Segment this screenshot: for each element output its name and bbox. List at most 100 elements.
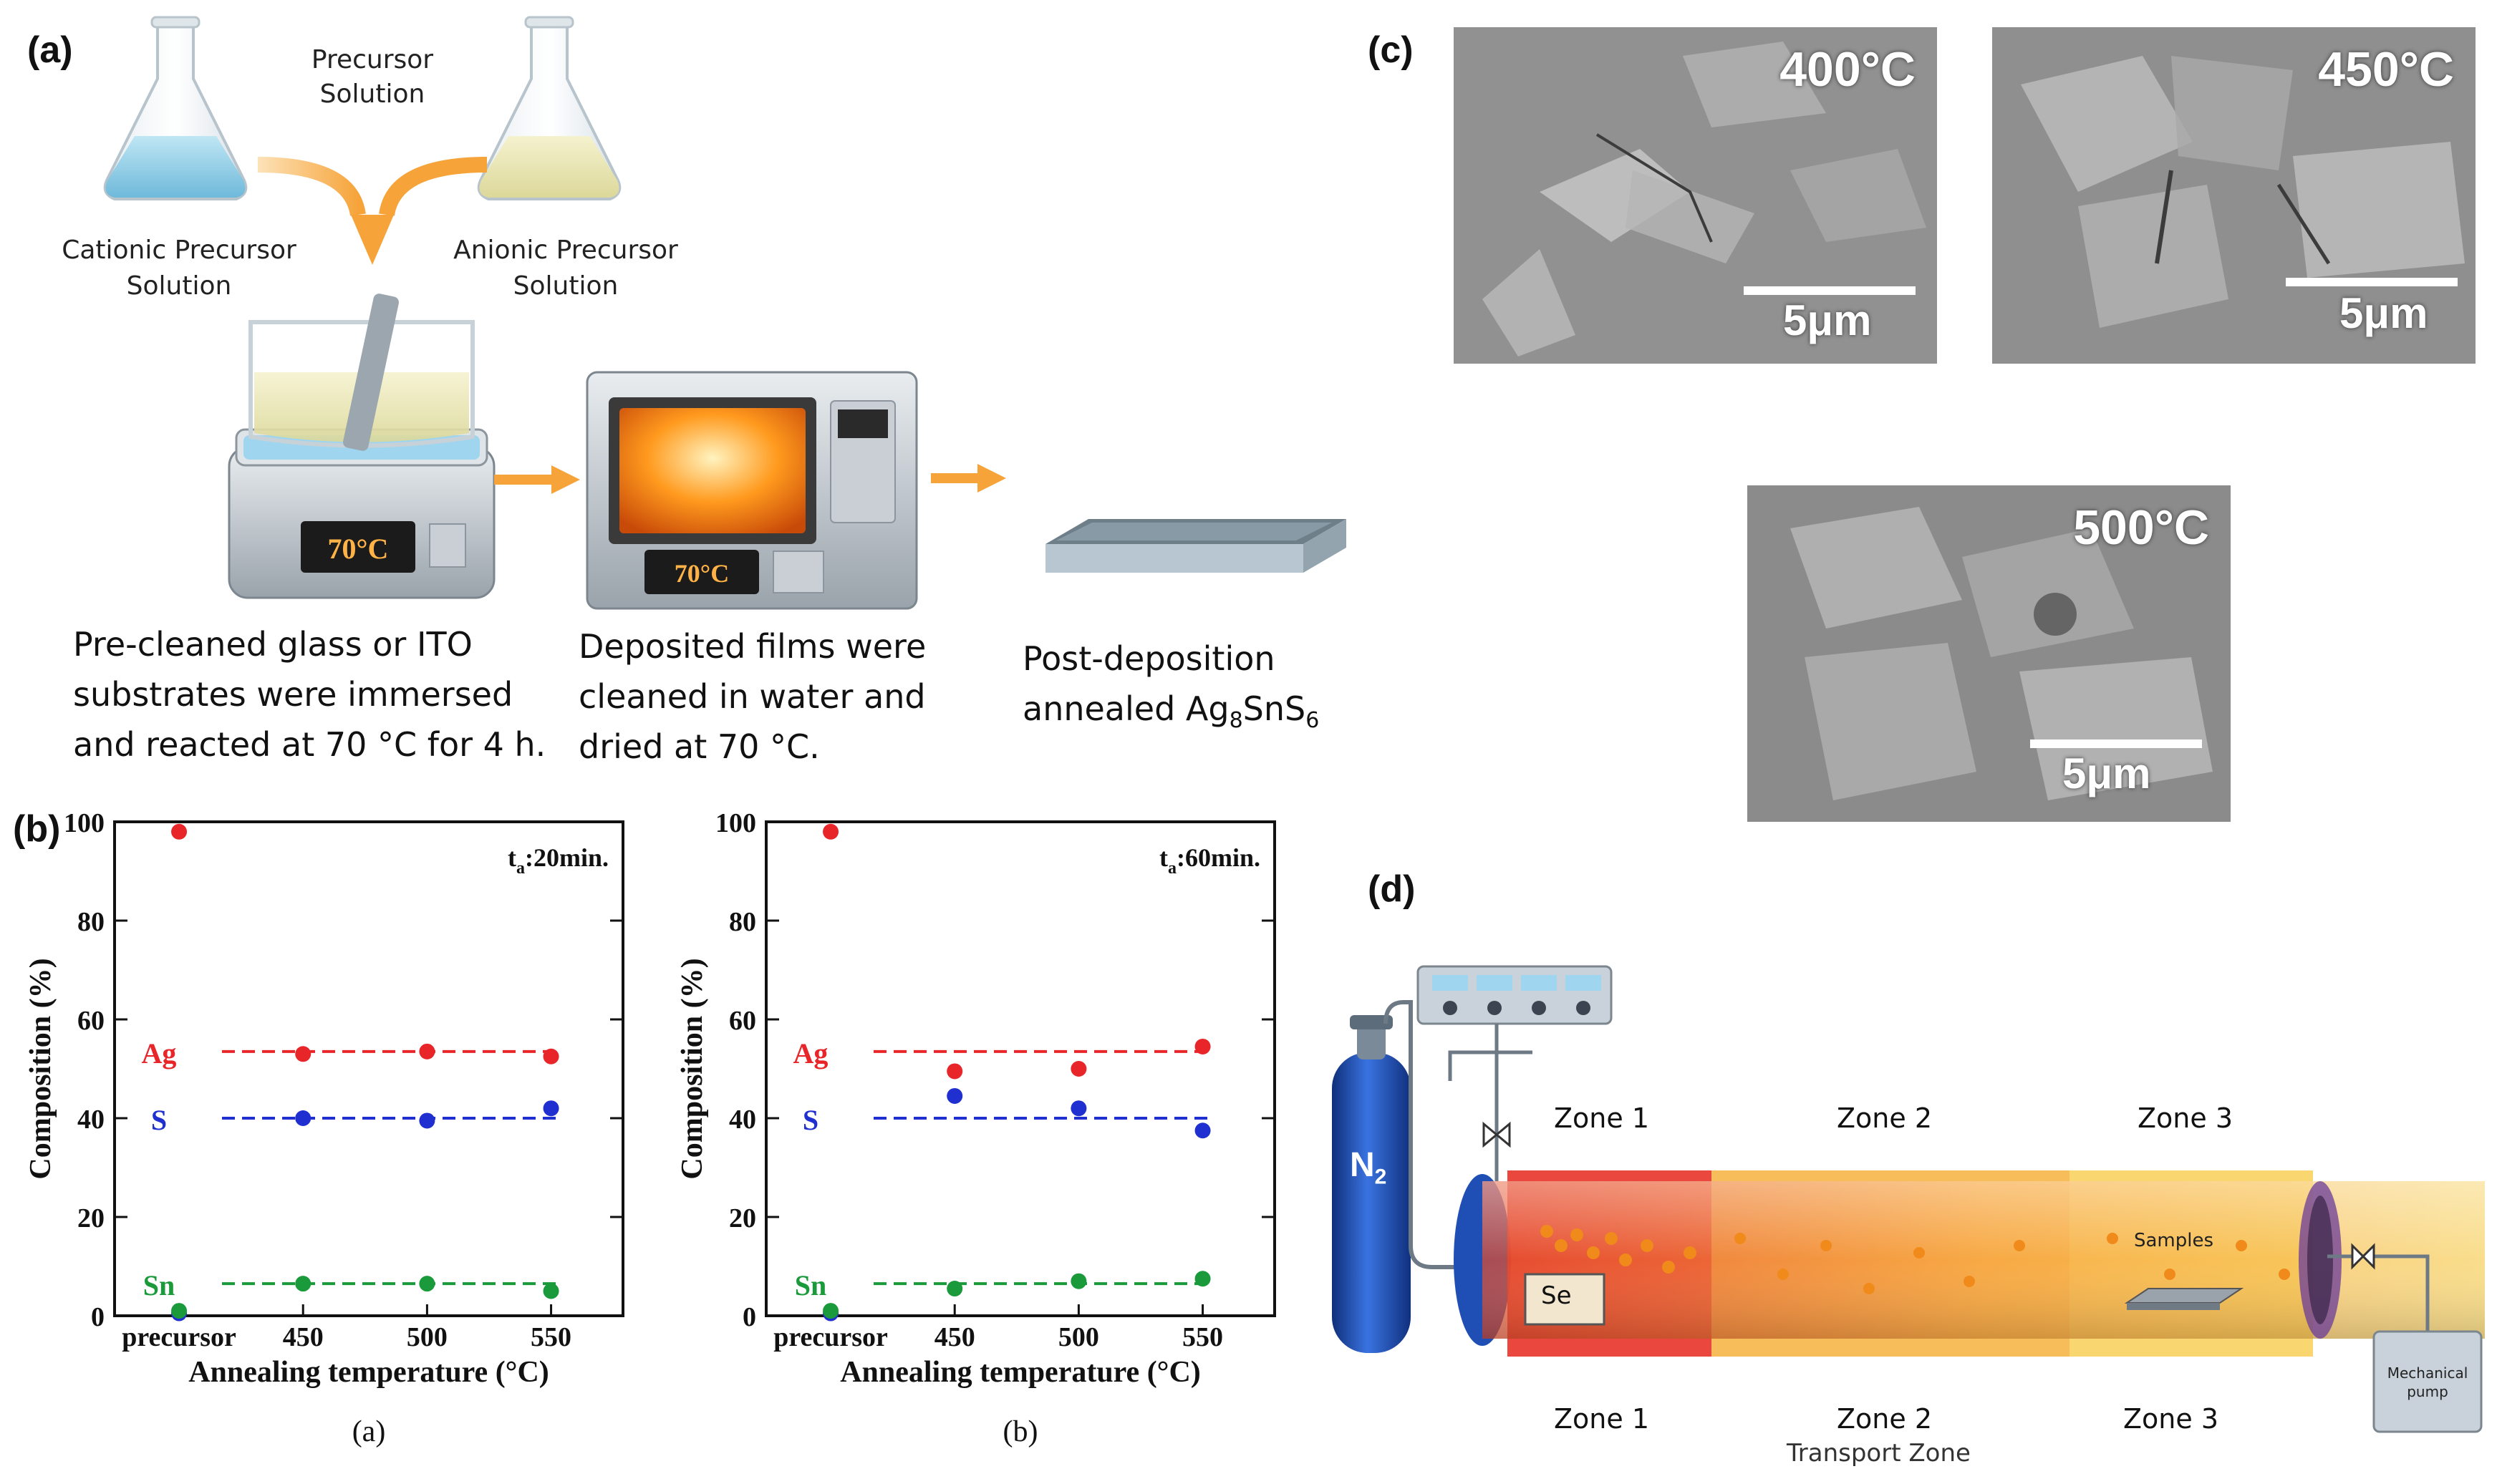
series-label-S: S bbox=[151, 1104, 167, 1136]
scale-bar-450 bbox=[2286, 278, 2458, 286]
annealed-substrate-icon bbox=[1045, 519, 1346, 573]
zone2-top-label: Zone 2 bbox=[1837, 1102, 1932, 1134]
point-S bbox=[543, 1100, 559, 1117]
point-Ag bbox=[1071, 1061, 1087, 1077]
y-tick-label: 20 bbox=[77, 1203, 105, 1233]
water-bath-icon bbox=[228, 294, 496, 599]
point-Ag bbox=[947, 1063, 963, 1080]
step1-caption: Pre-cleaned glass or ITO substrates were… bbox=[73, 625, 546, 764]
y-tick-label: 80 bbox=[729, 907, 756, 937]
sem-scale-400: 5μm bbox=[1783, 296, 1872, 344]
point-S bbox=[295, 1110, 311, 1126]
point-Ag bbox=[171, 823, 188, 840]
chart-b-right: 0 20 40 60 80 100 precursor 450 500 550 AgS Sn ta:60… bbox=[676, 808, 1276, 1448]
y-tick-label: 80 bbox=[77, 907, 105, 937]
plot-frame bbox=[113, 820, 624, 1317]
panel-label-c: (c) bbox=[1368, 29, 1414, 71]
panel-a: 70°C 70°C Precursor Solution bbox=[14, 14, 1346, 795]
se-label: Se bbox=[1541, 1281, 1572, 1310]
mechanical-pump-icon bbox=[2372, 1330, 2483, 1433]
point-S bbox=[1071, 1100, 1087, 1117]
point-S bbox=[1194, 1122, 1211, 1139]
annealing-time-annotation: ta:60min. bbox=[1159, 843, 1260, 878]
precursor-solution-label: Precursor Solution bbox=[311, 45, 434, 109]
sem-scale-500: 5μm bbox=[2062, 750, 2151, 797]
y-tick-label: 60 bbox=[77, 1006, 105, 1036]
y-tick-label: 20 bbox=[729, 1203, 756, 1233]
furnace-illustration bbox=[1332, 965, 2485, 1433]
x-tick-label: 500 bbox=[407, 1322, 448, 1352]
x-tick-label: 550 bbox=[531, 1322, 571, 1352]
point-Sn bbox=[295, 1276, 311, 1292]
y-tick-label: 0 bbox=[91, 1302, 105, 1332]
valve-icon bbox=[1482, 1121, 1511, 1148]
point-Sn bbox=[419, 1276, 435, 1292]
sem-texture bbox=[1747, 485, 2231, 822]
scale-bar-400 bbox=[1744, 286, 1916, 295]
series-label-Ag: Ag bbox=[793, 1037, 829, 1070]
sem-image-400: 400°C 5μm bbox=[1454, 27, 1937, 364]
x-tick-label: 550 bbox=[1182, 1322, 1223, 1352]
panel-label-a: (a) bbox=[27, 29, 73, 71]
y-tick-label: 0 bbox=[743, 1302, 756, 1332]
point-Ag bbox=[295, 1046, 311, 1062]
se-source-box bbox=[1524, 1273, 1605, 1326]
oven-display-text: 70°C bbox=[675, 559, 729, 588]
plot-frame bbox=[765, 820, 1276, 1317]
point-S bbox=[419, 1112, 435, 1129]
bath-display-text: 70°C bbox=[328, 533, 389, 565]
series-label-Sn: Sn bbox=[795, 1269, 827, 1301]
zone1-top-label: Zone 1 bbox=[1554, 1102, 1649, 1134]
sem-temp-400: 400°C bbox=[1779, 42, 1916, 97]
series-label-Sn: Sn bbox=[143, 1269, 175, 1301]
x-tick-label: 450 bbox=[283, 1322, 324, 1352]
panel-label-d: (d) bbox=[1368, 868, 1416, 910]
outlet-valve-icon bbox=[2351, 1243, 2375, 1270]
vapor-particles bbox=[1540, 1225, 2290, 1294]
merge-arrow-icon bbox=[257, 157, 488, 265]
y-axis-label: Composition (%) bbox=[24, 958, 57, 1179]
point-Sn bbox=[1194, 1271, 1211, 1287]
anionic-flask-icon bbox=[477, 16, 622, 200]
flow-controller-icon bbox=[1416, 965, 1613, 1025]
y-tick-label: 40 bbox=[77, 1105, 105, 1135]
point-Ag bbox=[823, 823, 839, 840]
point-Ag bbox=[1194, 1038, 1211, 1054]
y-tick-label: 100 bbox=[715, 808, 756, 838]
x-tick-label: precursor bbox=[773, 1322, 888, 1352]
cationic-label: Cationic Precursor Solution bbox=[62, 236, 296, 301]
x-axis-label: Annealing temperature (°C) bbox=[188, 1356, 549, 1389]
point-Ag bbox=[543, 1048, 559, 1064]
cationic-flask-icon bbox=[103, 16, 248, 200]
x-axis-label: Annealing temperature (°C) bbox=[840, 1356, 1201, 1389]
scale-bar-500 bbox=[2030, 739, 2202, 748]
zone1-bottom-label: Zone 1 bbox=[1554, 1403, 1649, 1435]
point-Sn bbox=[947, 1281, 963, 1297]
pump-label: Mechanical pump bbox=[2387, 1364, 2468, 1400]
y-tick-label: 40 bbox=[729, 1105, 756, 1135]
anionic-label: Anionic Precursor Solution bbox=[453, 236, 678, 301]
x-tick-label: 500 bbox=[1058, 1322, 1099, 1352]
nitrogen-cylinder-icon bbox=[1332, 1015, 1411, 1353]
sem-texture bbox=[1992, 27, 2476, 364]
x-tick-label: 450 bbox=[934, 1322, 975, 1352]
oven-icon bbox=[586, 371, 918, 610]
transport-zone-label: Transport Zone bbox=[1787, 1439, 1971, 1468]
chart-sublabel: (b) bbox=[1003, 1415, 1038, 1448]
point-Ag bbox=[419, 1043, 435, 1059]
point-Sn bbox=[823, 1303, 839, 1319]
zone3-bottom-label: Zone 3 bbox=[2123, 1403, 2218, 1435]
annealing-time-annotation: ta:20min. bbox=[508, 843, 609, 878]
y-axis-label: Composition (%) bbox=[676, 958, 709, 1179]
series-label-S: S bbox=[803, 1104, 818, 1136]
panel-d: N2 Zone 1 Zone 2 Zone 3 Zone 1 Zone 2 Zo… bbox=[1310, 931, 2497, 1484]
chart-sublabel: (a) bbox=[352, 1415, 386, 1448]
gas-label: N2 bbox=[1350, 1146, 1387, 1189]
sem-image-500: 500°C 5μm bbox=[1747, 485, 2231, 822]
zone2-bottom-label: Zone 2 bbox=[1837, 1403, 1932, 1435]
x-tick-label: precursor bbox=[122, 1322, 236, 1352]
y-tick-label: 60 bbox=[729, 1006, 756, 1036]
point-S bbox=[947, 1087, 963, 1104]
step3-caption: Post-deposition annealed Ag8SnS6 bbox=[1023, 639, 1320, 734]
